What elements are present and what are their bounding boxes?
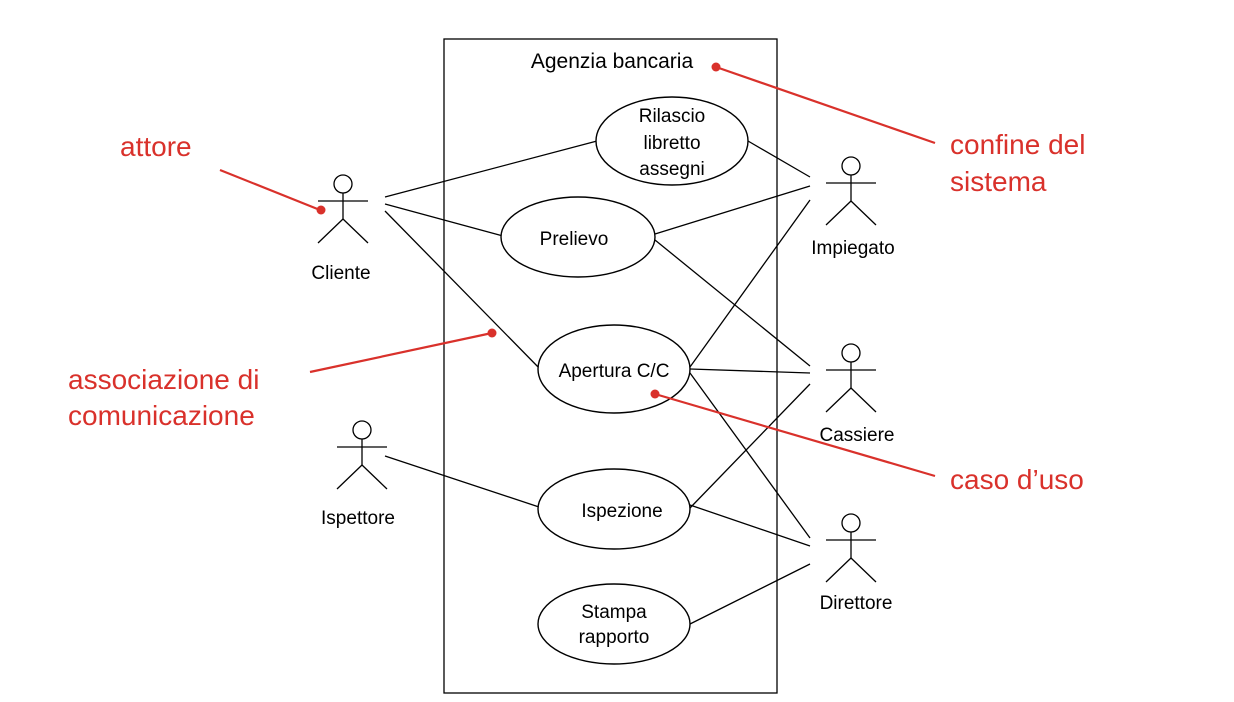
use-case-label: Prelievo [540, 229, 609, 250]
actor-cassiere: Cassiere [820, 343, 895, 446]
stick-figure-icon [336, 420, 388, 490]
association-line-cliente-apertura [384, 210, 543, 372]
use-case-ellipse [500, 196, 656, 278]
use-case-ispezione: Ispezione [537, 468, 691, 550]
annotation-pointer [654, 392, 936, 478]
stick-figure-icon [825, 513, 877, 583]
annotation-label: associazione di [68, 364, 259, 395]
annotation-pointer [715, 65, 936, 145]
stick-figure-icon [825, 156, 877, 226]
actor-label: Cassiere [820, 425, 895, 446]
actor-direttore: Direttore [820, 513, 893, 614]
annotation-pointer [309, 331, 493, 374]
use-case-stampa: Stampa rapporto [537, 583, 691, 665]
system-boundary-label: Agenzia bancaria [531, 50, 694, 73]
association-line-ispettore-ispezione [384, 455, 540, 508]
association-line-rilascio-impiegato [747, 140, 811, 178]
annotation-dot [487, 328, 497, 338]
use-case-label: libretto [643, 133, 700, 154]
actor-ispettore: Ispettore [321, 420, 395, 529]
annotation-label: sistema [950, 166, 1047, 197]
use-case-prelievo: Prelievo [500, 196, 656, 278]
system-boundary [443, 38, 778, 694]
stick-figure-icon [825, 343, 877, 413]
association-line-cliente-rilascio [384, 140, 598, 198]
association-line-prelievo-cassiere [654, 239, 811, 367]
association-line-apertura-cassiere [689, 368, 811, 374]
associations [384, 140, 811, 625]
annotation-label: caso d’uso [950, 464, 1084, 495]
association-line-stampa-direttore [689, 563, 811, 625]
annotation-label: comunicazione [68, 400, 255, 431]
annotation-pointer [219, 168, 321, 212]
association-line-apertura-direttore [689, 372, 811, 539]
association-line-ispezione-cassiere [689, 383, 811, 509]
actor-label: Ispettore [321, 508, 395, 529]
stick-figure-icon [317, 174, 369, 244]
use-case-label: Rilascio [639, 106, 706, 127]
use-case-ellipse [537, 583, 691, 665]
annotation-associazione: associazione di comunicazione [68, 328, 497, 431]
annotation-dot [316, 205, 326, 215]
association-line-ispezione-direttore [689, 504, 811, 547]
actor-label: Impiegato [811, 238, 894, 259]
association-line-apertura-impiegato [689, 199, 811, 368]
actor-label: Cliente [311, 263, 370, 284]
annotation-label: confine del [950, 129, 1085, 160]
annotation-caso: caso d’uso [650, 389, 1084, 495]
annotation-dot [650, 389, 660, 399]
use-case-label: Ispezione [581, 501, 662, 522]
use-case-apertura: Apertura C/C [537, 324, 691, 414]
actor-impiegato: Impiegato [811, 156, 895, 259]
association-line-prelievo-impiegato [654, 185, 811, 235]
use-case-label: Stampa [581, 602, 647, 623]
use-case-label: Apertura C/C [559, 361, 670, 382]
annotation-confine: confine del sistema [711, 62, 1085, 197]
use-case-ellipse [595, 96, 749, 186]
annotation-label: attore [120, 131, 192, 162]
use-case-ellipse [537, 468, 691, 550]
actor-label: Direttore [820, 593, 893, 614]
use-case-label: assegni [639, 159, 705, 180]
annotation-dot [711, 62, 721, 72]
use-case-label: rapporto [579, 627, 650, 648]
actor-cliente: Cliente [311, 174, 371, 284]
annotation-attore: attore [120, 131, 326, 215]
use-case-rilascio: Rilascio libretto assegni [595, 96, 749, 186]
association-line-cliente-prelievo [384, 203, 504, 237]
